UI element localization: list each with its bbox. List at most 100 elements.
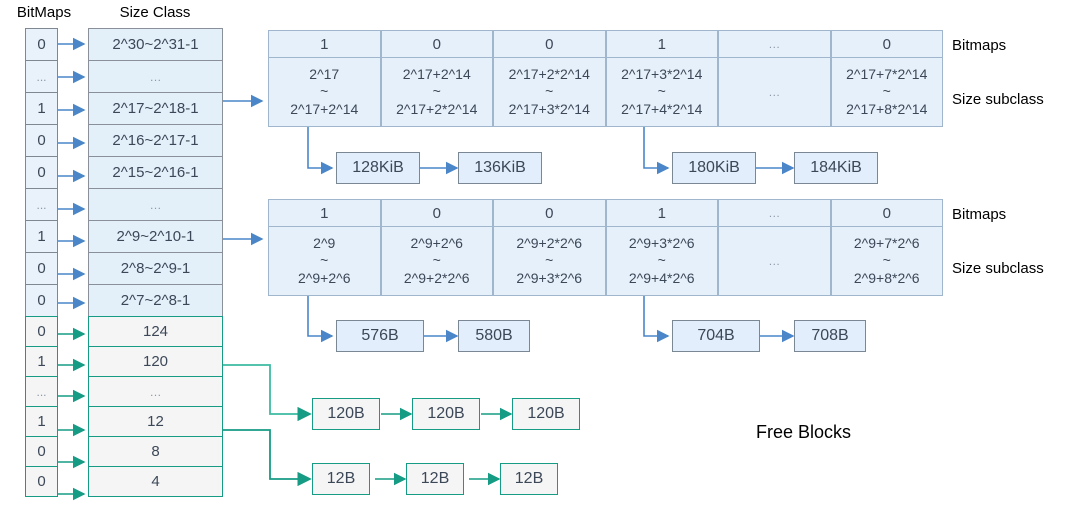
free-block[interactable]: 12B bbox=[500, 463, 558, 495]
size-subclass-to: 2^9+4*2^6 bbox=[628, 269, 695, 286]
size-subclass-cell[interactable]: … bbox=[718, 226, 831, 296]
subclass-bitmap-cell[interactable]: 0 bbox=[493, 199, 606, 227]
size-subclass-cell[interactable]: 2^17~2^17+2^14 bbox=[268, 57, 381, 127]
bitmap-value: ... bbox=[36, 197, 47, 212]
bitmap-value: 1 bbox=[37, 353, 46, 370]
size-class-value: 2^17~2^18-1 bbox=[112, 100, 199, 117]
size-subclass-cell[interactable]: 2^17+7*2^14~2^17+8*2^14 bbox=[830, 57, 943, 127]
size-subclass-cell[interactable]: 2^17+2*2^14~2^17+3*2^14 bbox=[493, 57, 606, 127]
size-class-cell[interactable]: 2^8~2^9-1 bbox=[88, 252, 223, 285]
block-label: 12B bbox=[514, 470, 544, 487]
subclass-bitmap-cell[interactable]: 0 bbox=[830, 199, 943, 227]
subclass-block[interactable]: 576B bbox=[336, 320, 424, 352]
size-class-cell[interactable]: 2^9~2^10-1 bbox=[88, 220, 223, 253]
subclass-block[interactable]: 136KiB bbox=[458, 152, 542, 184]
bitmap-cell[interactable]: 0 bbox=[25, 436, 58, 467]
bitmap-cell[interactable]: ... bbox=[25, 60, 58, 93]
bitmap-cell[interactable]: ... bbox=[25, 188, 58, 221]
subclass-bitmap-cell[interactable]: 1 bbox=[605, 30, 718, 58]
size-class-value: 120 bbox=[142, 353, 169, 370]
size-class-cell[interactable]: … bbox=[88, 60, 223, 93]
size-class-cell[interactable]: … bbox=[88, 188, 223, 221]
size-class-cell[interactable]: 2^17~2^18-1 bbox=[88, 92, 223, 125]
subclass-block[interactable]: 128KiB bbox=[336, 152, 420, 184]
subclass-bitmap-cell[interactable]: 1 bbox=[268, 199, 381, 227]
free-block[interactable]: 120B bbox=[312, 398, 380, 430]
bitmap-cell[interactable]: 0 bbox=[25, 316, 58, 347]
size-subclass-tilde: ~ bbox=[545, 83, 554, 100]
size-class-cell[interactable]: 12 bbox=[88, 406, 223, 437]
subclass-bitmap-cell[interactable]: … bbox=[718, 30, 831, 58]
size-class-cell[interactable]: 2^15~2^16-1 bbox=[88, 156, 223, 189]
size-subclass-cell[interactable]: 2^9+2*2^6~2^9+3*2^6 bbox=[493, 226, 606, 296]
bitmap-cell[interactable]: 0 bbox=[25, 28, 58, 61]
size-class-cell[interactable]: 2^30~2^31-1 bbox=[88, 28, 223, 61]
bitmap-cell[interactable]: ... bbox=[25, 376, 58, 407]
block-label: 580B bbox=[475, 327, 513, 344]
size-class-value: 124 bbox=[142, 323, 169, 340]
bitmap-cell[interactable]: 1 bbox=[25, 220, 58, 253]
subclass-block[interactable]: 184KiB bbox=[794, 152, 878, 184]
size-class-cell[interactable]: 4 bbox=[88, 466, 223, 497]
size-subclass-tilde: … bbox=[768, 84, 781, 99]
subclass-bitmap-cell[interactable]: 0 bbox=[380, 199, 493, 227]
bitmap-cell[interactable]: 1 bbox=[25, 346, 58, 377]
size-class-cell[interactable]: … bbox=[88, 376, 223, 407]
size-subclass-from: 2^9+3*2^6 bbox=[628, 235, 695, 252]
bitmap-cell[interactable]: 0 bbox=[25, 284, 58, 317]
subclass-bitmap-value: 1 bbox=[657, 35, 666, 53]
size-subclass-tilde: ~ bbox=[545, 252, 554, 269]
size-subclass-to: 2^9+3*2^6 bbox=[516, 269, 583, 286]
subclass-block[interactable]: 580B bbox=[458, 320, 530, 352]
subclass-bitmap-cell[interactable]: 1 bbox=[268, 30, 381, 58]
size-subclass-cell[interactable]: 2^9+2^6~2^9+2*2^6 bbox=[380, 226, 493, 296]
bitmap-cell[interactable]: 1 bbox=[25, 406, 58, 437]
size-subclass-to: 2^17+2*2^14 bbox=[396, 100, 478, 117]
bitmap-cell[interactable]: 0 bbox=[25, 466, 58, 497]
subclass-block[interactable]: 180KiB bbox=[672, 152, 756, 184]
free-block[interactable]: 12B bbox=[312, 463, 370, 495]
subclass-bitmap-cell[interactable]: 0 bbox=[830, 30, 943, 58]
bitmap-value: 0 bbox=[37, 164, 46, 181]
subclass-block[interactable]: 704B bbox=[672, 320, 760, 352]
size-subclass-tilde: ~ bbox=[320, 83, 329, 100]
size-class-cell[interactable]: 2^16~2^17-1 bbox=[88, 124, 223, 157]
size-subclass-cell[interactable]: … bbox=[718, 57, 831, 127]
size-subclass-cell[interactable]: 2^17+3*2^14~2^17+4*2^14 bbox=[605, 57, 718, 127]
size-class-cell[interactable]: 8 bbox=[88, 436, 223, 467]
bitmap-cell[interactable]: 0 bbox=[25, 252, 58, 285]
subclass-bitmap-cell[interactable]: … bbox=[718, 199, 831, 227]
block-label: 120B bbox=[327, 405, 365, 422]
bitmap-cell[interactable]: 0 bbox=[25, 156, 58, 189]
free-block[interactable]: 120B bbox=[412, 398, 480, 430]
block-label: 12B bbox=[326, 470, 356, 487]
size-class-cell[interactable]: 124 bbox=[88, 316, 223, 347]
free-block[interactable]: 12B bbox=[406, 463, 464, 495]
size-subclass-cell[interactable]: 2^9+7*2^6~2^9+8*2^6 bbox=[830, 226, 943, 296]
size-subclass-cell[interactable]: 2^17+2^14~2^17+2*2^14 bbox=[380, 57, 493, 127]
size-class-cell[interactable]: 2^7~2^8-1 bbox=[88, 284, 223, 317]
size-subclass-from: 2^9+2*2^6 bbox=[516, 235, 583, 252]
subclass-bitmap-cell[interactable]: 0 bbox=[380, 30, 493, 58]
bitmap-cell[interactable]: 0 bbox=[25, 124, 58, 157]
subclass-bitmap-cell[interactable]: 0 bbox=[493, 30, 606, 58]
size-class-cell[interactable]: 120 bbox=[88, 346, 223, 377]
size-subclass-cell[interactable]: 2^9+3*2^6~2^9+4*2^6 bbox=[605, 226, 718, 296]
size-subclass-to: 2^17+4*2^14 bbox=[621, 100, 703, 117]
free-block[interactable]: 120B bbox=[512, 398, 580, 430]
size-subclass-from: 2^9 bbox=[313, 235, 336, 252]
size-subclass-cell[interactable]: 2^9~2^9+2^6 bbox=[268, 226, 381, 296]
bitmap-value: 0 bbox=[37, 473, 46, 490]
free-blocks-label: Free Blocks bbox=[756, 422, 852, 442]
subclass-bitmap-value: 0 bbox=[882, 204, 891, 222]
subclass-bitmap-value: … bbox=[768, 206, 781, 220]
subclass-bitmap-cell[interactable]: 1 bbox=[605, 199, 718, 227]
size-subclass-tilde: … bbox=[768, 253, 781, 268]
size-class-value: … bbox=[149, 197, 162, 212]
size-class-value: 8 bbox=[151, 443, 160, 460]
bitmap-value: 0 bbox=[37, 260, 46, 277]
bitmap-value: ... bbox=[36, 69, 47, 84]
bitmap-cell[interactable]: 1 bbox=[25, 92, 58, 125]
subclass-block[interactable]: 708B bbox=[794, 320, 866, 352]
